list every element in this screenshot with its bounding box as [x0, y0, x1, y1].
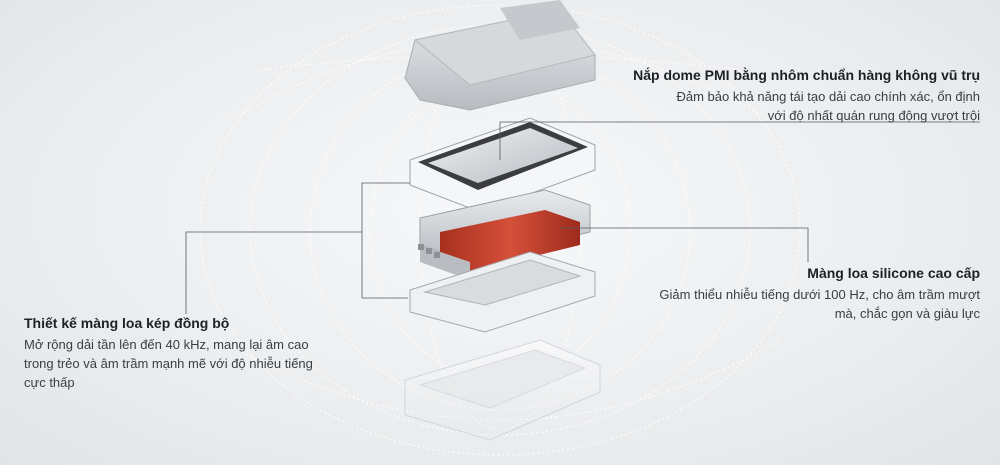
callout-dual-desc: Mở rộng dải tần lên đến 40 kHz, mang lại… [24, 335, 384, 392]
callout-dual-line-3: cực thấp [24, 375, 75, 390]
callout-silicone: Màng loa silicone cao cấp Giảm thiểu nhi… [560, 264, 980, 323]
callout-dome: Nắp dome PMI bằng nhôm chuẩn hàng không … [560, 66, 980, 125]
callout-dome-desc: Đảm bảo khả năng tái tạo dải cao chính x… [560, 87, 980, 125]
top-cover [404, 0, 596, 111]
silicone-membrane-layer [409, 251, 596, 333]
leader-lines [185, 121, 980, 314]
callout-silicone-title: Màng loa silicone cao cấp [807, 265, 980, 281]
callout-dome-line-1: Đảm bảo khả năng tái tạo dải cao chính x… [676, 89, 980, 104]
callout-dual-title: Thiết kế màng loa kép đồng bộ [24, 315, 230, 331]
callout-dome-title: Nắp dome PMI bằng nhôm chuẩn hàng không … [633, 67, 980, 83]
callout-silicone-line-2: mà, chắc gọn và giàu lực [834, 306, 980, 321]
pmi-dome-layer [409, 117, 596, 213]
connector-pins [418, 244, 440, 258]
bottom-shell-layer [404, 339, 601, 441]
callout-silicone-line-1: Giảm thiểu nhiễu tiếng dưới 100 Hz, cho … [659, 287, 980, 302]
callout-silicone-desc: Giảm thiểu nhiễu tiếng dưới 100 Hz, cho … [560, 285, 980, 323]
callout-dual-line-1: Mở rộng dải tần lên đến 40 kHz, mang lại… [24, 337, 309, 352]
driver-frame-layer [418, 189, 591, 280]
callout-dual-driver: Thiết kế màng loa kép đồng bộ Mở rộng dả… [24, 314, 384, 392]
callout-dome-line-2: với độ nhất quán rung động vượt trội [767, 108, 980, 123]
callout-dual-line-2: trong trẻo và âm trầm mạnh mẽ với độ nhi… [24, 356, 313, 371]
